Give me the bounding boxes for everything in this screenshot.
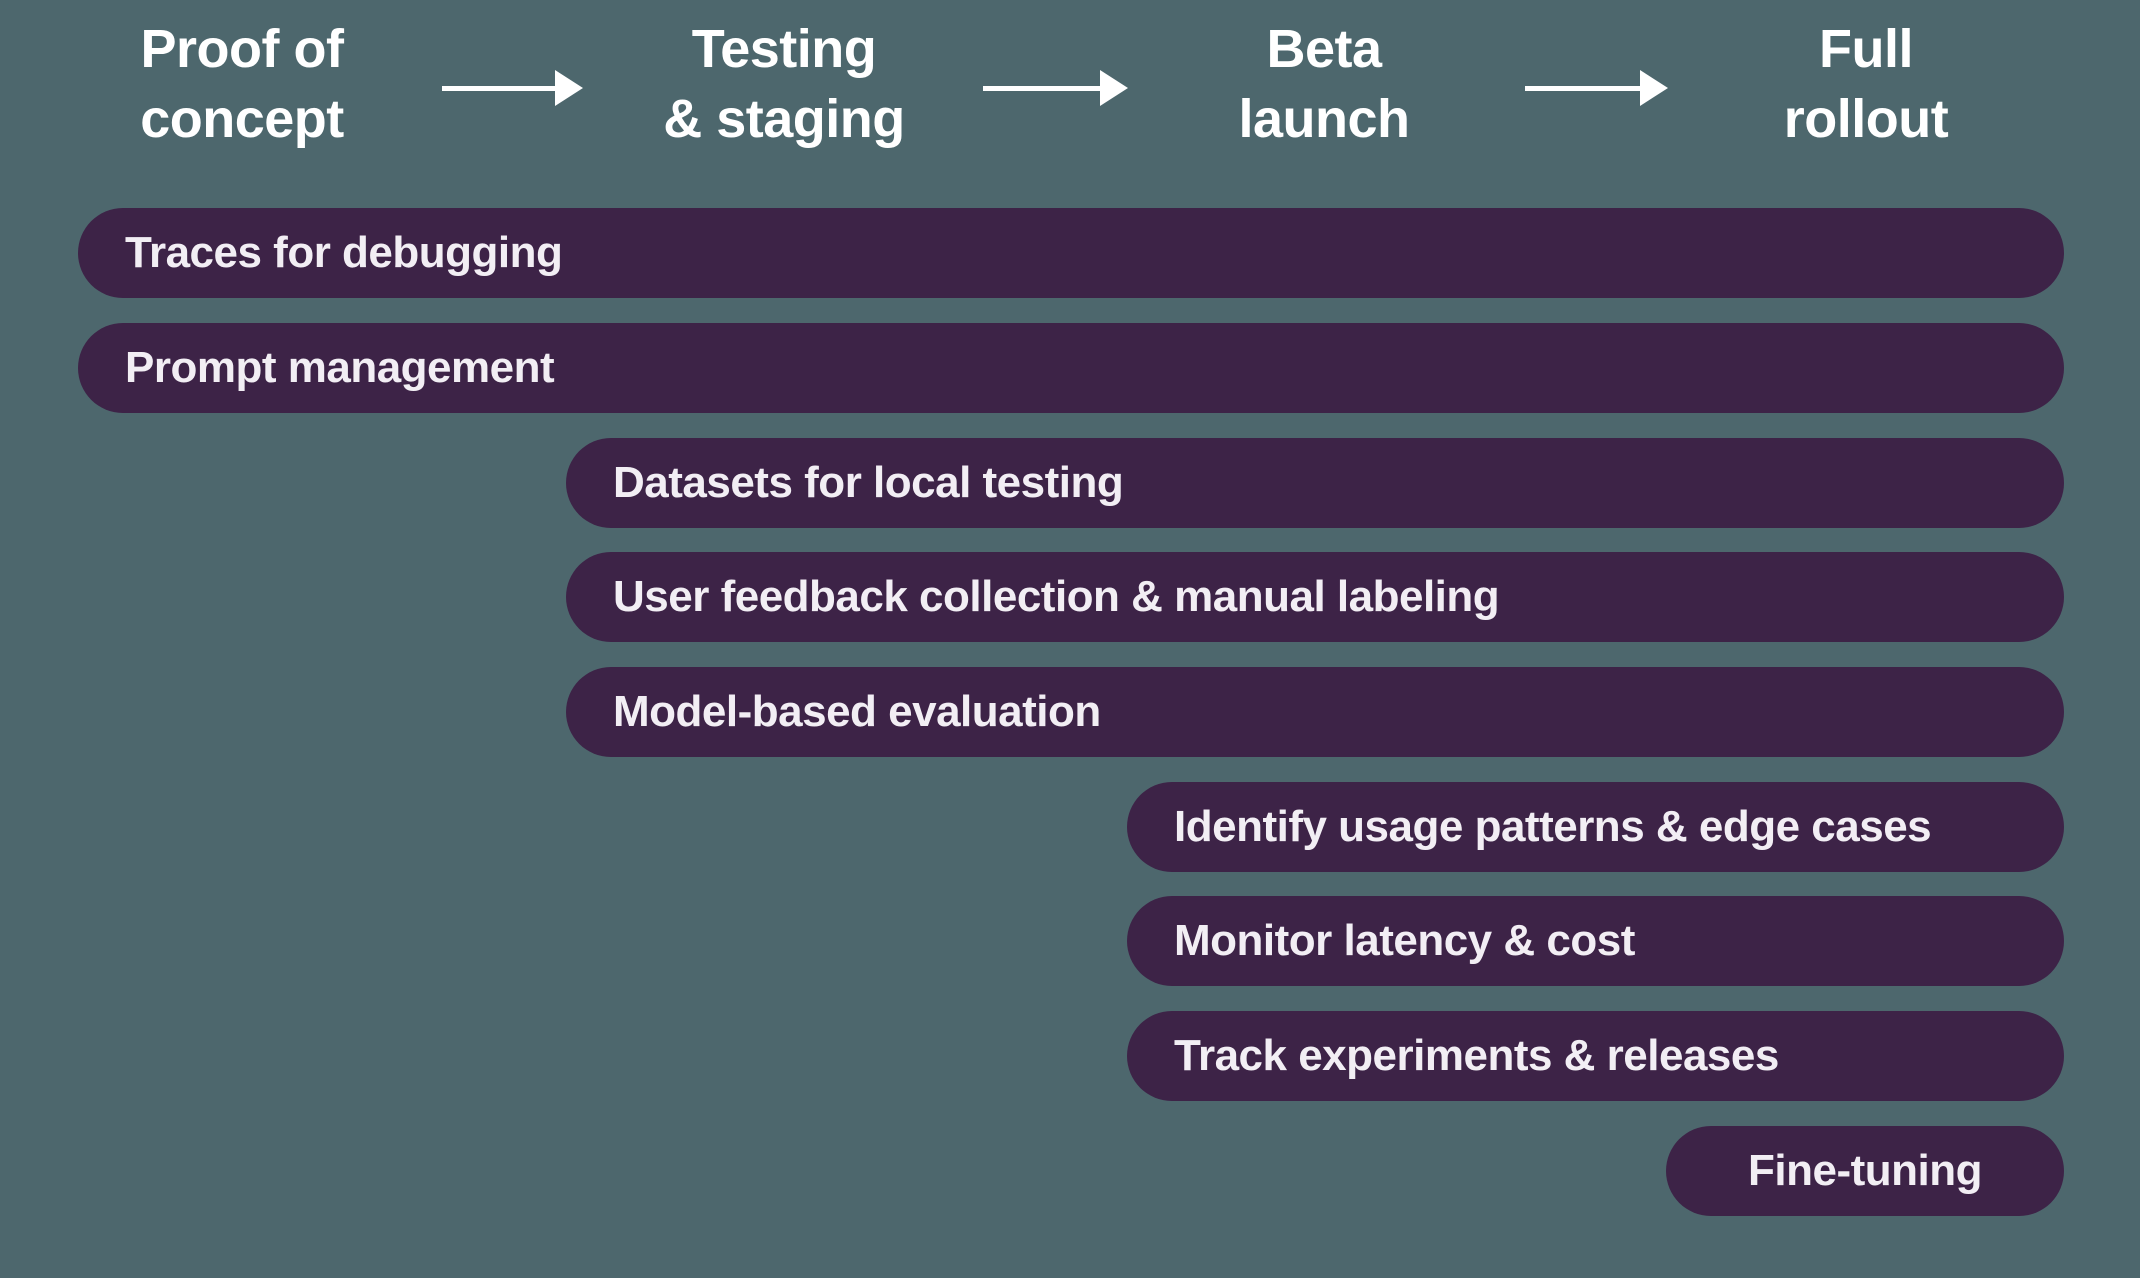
bar-track-experiments-releases: Track experiments & releases: [1127, 1011, 2064, 1101]
bar-datasets-for-local-testing: Datasets for local testing: [566, 438, 2064, 528]
bar-monitor-latency-cost: Monitor latency & cost: [1127, 896, 2064, 986]
stage-label-full-rollout: Full rollout: [1783, 19, 1949, 149]
right-arrow-icon: [442, 70, 583, 106]
stage-label-proof-of-concept: Proof of concept: [140, 19, 344, 149]
arrow-head: [555, 70, 583, 106]
bar-label: Monitor latency & cost: [1174, 916, 1635, 965]
bar-model-based-evaluation: Model-based evaluation: [566, 667, 2064, 757]
bar-label: Fine-tuning: [1748, 1146, 1983, 1195]
bar-label: Identify usage patterns & edge cases: [1174, 802, 1932, 851]
bar-label: Traces for debugging: [125, 228, 563, 277]
bar-label: Prompt management: [125, 343, 555, 392]
stage-label-beta-launch: Beta launch: [1238, 19, 1410, 149]
bar-label: User feedback collection & manual labeli…: [613, 572, 1500, 621]
arrow-shaft: [983, 85, 1100, 91]
arrow-shaft: [442, 85, 555, 91]
arrow-head: [1640, 70, 1668, 106]
bar-label: Datasets for local testing: [613, 458, 1124, 507]
right-arrow-icon: [983, 70, 1128, 106]
stage-label-testing-staging: Testing & staging: [663, 19, 905, 149]
bar-label: Track experiments & releases: [1174, 1031, 1779, 1080]
right-arrow-icon: [1525, 70, 1668, 106]
bar-label: Model-based evaluation: [613, 687, 1101, 736]
bar-identify-usage-patterns-edge-cases: Identify usage patterns & edge cases: [1127, 782, 2064, 872]
bar-traces-for-debugging: Traces for debugging: [78, 208, 2064, 298]
arrow-shaft: [1525, 85, 1640, 91]
bar-fine-tuning: Fine-tuning: [1666, 1126, 2064, 1216]
bar-user-feedback-collection-manual-labeling: User feedback collection & manual labeli…: [566, 552, 2064, 642]
arrow-head: [1100, 70, 1128, 106]
bar-prompt-management: Prompt management: [78, 323, 2064, 413]
